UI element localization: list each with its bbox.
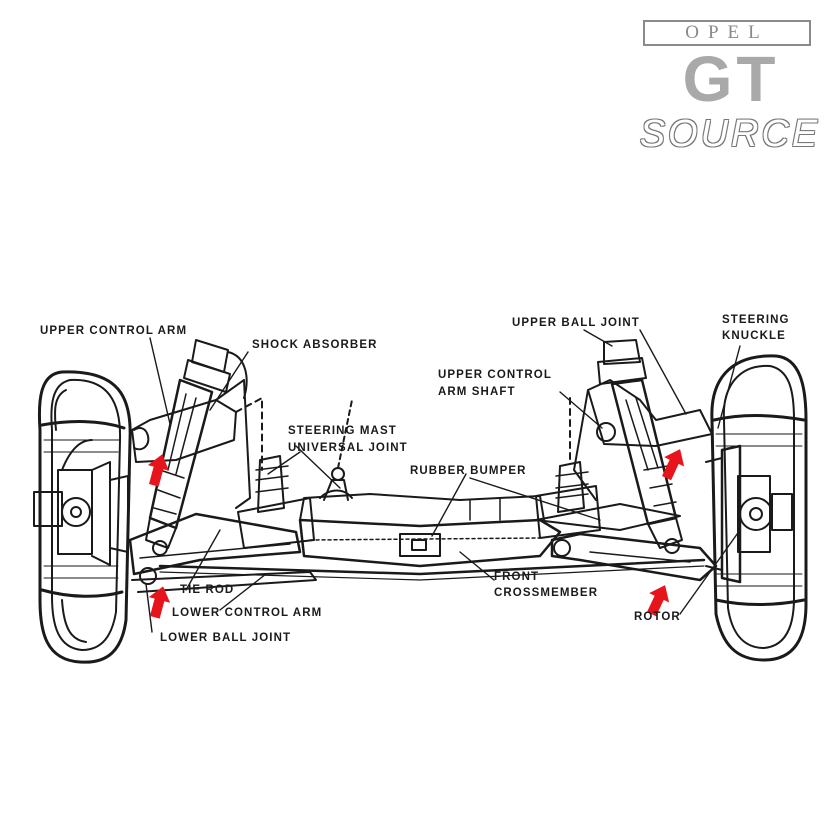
label-front-crossmember-line1: FRONT [494, 571, 540, 583]
label-shock-absorber: SHOCK ABSORBER [252, 339, 378, 351]
label-lower-ball-joint: LOWER BALL JOINT [160, 632, 292, 644]
right-wheel-hub [705, 444, 793, 584]
left-shock-absorber [145, 339, 248, 556]
label-steering-mast-line2: UNIVERSAL JOINT [288, 442, 408, 454]
red-arrow-icon [148, 586, 171, 619]
left-wheel-hub [33, 439, 129, 566]
logo-source-text: SOURCE [639, 113, 821, 155]
steering-mast-universal-joint [323, 399, 353, 501]
label-rubber-bumper: RUBBER BUMPER [410, 465, 527, 477]
red-arrow-icon [662, 449, 685, 481]
tie-rod [158, 558, 706, 581]
leader-lines [145, 329, 741, 633]
label-tie-rod: TIE ROD [180, 584, 235, 596]
label-steering-mast-line1: STEERING MAST [288, 425, 397, 437]
left-tire [37, 370, 132, 664]
label-upper-ball-joint: UPPER BALL JOINT [512, 317, 640, 329]
left-lower-control-arm [128, 512, 317, 593]
red-arrow-icon [147, 454, 170, 487]
label-lower-control-arm: LOWER CONTROL ARM [172, 607, 323, 619]
left-upper-control-arm [131, 379, 263, 509]
label-steering-knuckle-line1: STEERING [722, 314, 790, 326]
red-arrow-icon [647, 585, 670, 617]
label-front-crossmember-line2: CROSSMEMBER [494, 587, 599, 599]
label-rotor: ROTOR [634, 611, 681, 623]
label-upper-control-arm-shaft-line2: ARM SHAFT [438, 386, 516, 398]
left-bump-stop-bracket [237, 455, 315, 549]
right-lower-control-arm [535, 503, 718, 582]
label-upper-control-arm-shaft-line1: UPPER CONTROL [438, 369, 552, 381]
label-steering-knuckle-line2: KNUCKLE [722, 330, 786, 342]
right-upper-control-arm [569, 379, 713, 501]
right-shock-absorber [597, 339, 683, 554]
front-crossmember [298, 489, 562, 568]
logo-gt-text: GT [682, 43, 780, 115]
right-bump-stop-bracket [535, 461, 601, 539]
label-upper-control-arm-left: UPPER CONTROL ARM [40, 325, 188, 337]
logo-opel-text: OPEL [643, 20, 811, 46]
